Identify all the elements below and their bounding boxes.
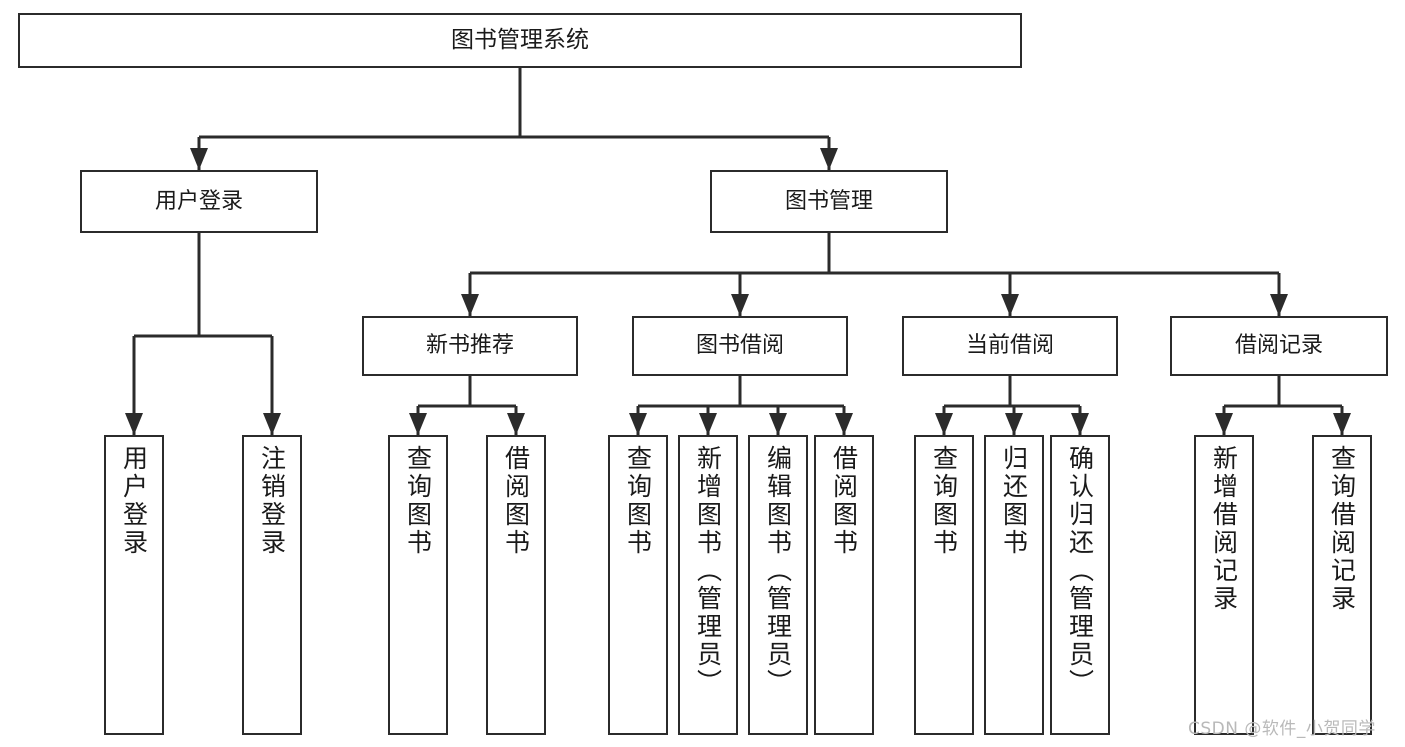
edge-manage-children-arrowhead-new-book-rec — [461, 294, 479, 316]
node-leaf-add-book[interactable]: 新增图书（管理员） — [678, 435, 738, 735]
node-user-login[interactable]: 用户登录 — [80, 170, 318, 233]
node-new-book-rec[interactable]: 新书推荐 — [362, 316, 578, 376]
edge-root-children-arrowhead-user-login — [190, 148, 208, 170]
node-leaf-return-book[interactable]: 归还图书 — [984, 435, 1044, 735]
edge-borrow-children-arrowhead-leaf-edit-book — [769, 413, 787, 435]
node-leaf-query-book-3[interactable]: 查询图书 — [914, 435, 974, 735]
edge-login-children-arrowhead-leaf-user-login — [125, 413, 143, 435]
node-label: 查询图书 — [623, 445, 653, 557]
node-label: 用户登录 — [154, 188, 243, 214]
node-label: 用户登录 — [119, 445, 149, 557]
node-leaf-query-book-1[interactable]: 查询图书 — [388, 435, 448, 735]
node-leaf-query-book-2[interactable]: 查询图书 — [608, 435, 668, 735]
edge-manage-children-arrowhead-current-borrow — [1001, 294, 1019, 316]
node-label: 新增借阅记录 — [1209, 445, 1239, 613]
node-label: 新书推荐 — [425, 333, 514, 359]
edge-cur-children-arrowhead-leaf-return-book — [1005, 413, 1023, 435]
edge-cur-children-arrowhead-leaf-query-book-3 — [935, 413, 953, 435]
node-label: 借阅图书 — [829, 445, 859, 557]
node-root[interactable]: 图书管理系统 — [18, 13, 1022, 68]
node-label: 图书管理系统 — [451, 26, 589, 53]
node-leaf-borrow-book-1[interactable]: 借阅图书 — [486, 435, 546, 735]
node-label: 查询图书 — [929, 445, 959, 557]
node-label: 当前借阅 — [965, 333, 1054, 359]
node-book-borrow[interactable]: 图书借阅 — [632, 316, 848, 376]
node-label: 归还图书 — [999, 445, 1029, 557]
node-leaf-user-login[interactable]: 用户登录 — [104, 435, 164, 735]
node-borrow-record[interactable]: 借阅记录 — [1170, 316, 1388, 376]
edge-record-children-arrowhead-leaf-add-record — [1215, 413, 1233, 435]
node-label: 借阅记录 — [1234, 333, 1323, 359]
node-label: 确认归还（管理员） — [1065, 445, 1095, 697]
watermark-text: CSDN @软件_小贺同学 — [1188, 719, 1376, 739]
edge-borrow-children-arrowhead-leaf-add-book — [699, 413, 717, 435]
node-label: 查询借阅记录 — [1327, 445, 1357, 613]
edge-rec-children-arrowhead-leaf-query-book-1 — [409, 413, 427, 435]
node-label: 图书管理 — [784, 188, 873, 214]
node-label: 编辑图书（管理员） — [763, 445, 793, 697]
node-label: 新增图书（管理员） — [693, 445, 723, 697]
node-label: 借阅图书 — [501, 445, 531, 557]
edge-root-children-arrowhead-book-manage — [820, 148, 838, 170]
node-leaf-borrow-book-2[interactable]: 借阅图书 — [814, 435, 874, 735]
edge-borrow-children-arrowhead-leaf-query-book-2 — [629, 413, 647, 435]
edge-manage-children-arrowhead-book-borrow — [731, 294, 749, 316]
edge-record-children-arrowhead-leaf-query-record — [1333, 413, 1351, 435]
node-label: 注销登录 — [257, 445, 287, 557]
edge-cur-children-arrowhead-leaf-confirm-return — [1071, 413, 1089, 435]
edge-manage-children-arrowhead-borrow-record — [1270, 294, 1288, 316]
node-label: 图书借阅 — [695, 333, 784, 359]
node-leaf-edit-book[interactable]: 编辑图书（管理员） — [748, 435, 808, 735]
node-current-borrow[interactable]: 当前借阅 — [902, 316, 1118, 376]
node-leaf-query-record[interactable]: 查询借阅记录 — [1312, 435, 1372, 735]
node-leaf-confirm-return[interactable]: 确认归还（管理员） — [1050, 435, 1110, 735]
edge-borrow-children-arrowhead-leaf-borrow-book-2 — [835, 413, 853, 435]
node-label: 查询图书 — [403, 445, 433, 557]
node-book-manage[interactable]: 图书管理 — [710, 170, 948, 233]
node-leaf-user-logout[interactable]: 注销登录 — [242, 435, 302, 735]
node-leaf-add-record[interactable]: 新增借阅记录 — [1194, 435, 1254, 735]
edge-login-children-arrowhead-leaf-user-logout — [263, 413, 281, 435]
edge-rec-children-arrowhead-leaf-borrow-book-1 — [507, 413, 525, 435]
